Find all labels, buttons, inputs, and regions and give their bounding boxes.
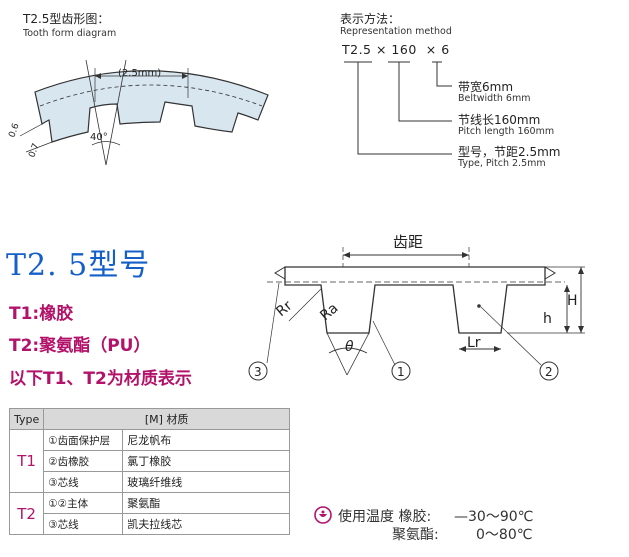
callout-1-circle bbox=[391, 361, 411, 381]
type-t1: T1 bbox=[8, 429, 45, 493]
dimension-0-7: 0.7 bbox=[27, 142, 41, 159]
callout-1: 1 bbox=[397, 365, 405, 379]
model-title: T2. 5型号 bbox=[6, 248, 151, 283]
root-length-label: Lr bbox=[467, 335, 481, 351]
table-row: T1 ①齿面保护层 尼龙帆布 bbox=[8, 429, 290, 493]
tooth-height-label: h bbox=[543, 311, 552, 327]
table-header-row: Type [M] 材质 bbox=[8, 408, 290, 430]
part-name: ③芯线 bbox=[43, 513, 124, 535]
representation-code: T2.5 × 160 × 6 bbox=[342, 42, 450, 57]
table-row: ③芯线 凯夫拉线芯 bbox=[10, 513, 290, 535]
belt-profile-diagram: 齿距 H h Lr Rr Ra θ 3 1 2 bbox=[248, 233, 585, 381]
representation-subtitle: Representation method bbox=[340, 26, 452, 37]
temp-rubber-label: 使用温度 橡胶: bbox=[338, 509, 432, 525]
table-row: T2 ①②主体 聚氨酯 bbox=[8, 492, 290, 535]
callout-2: 2 bbox=[545, 365, 553, 379]
material-t2: T2:聚氨酯（PU） bbox=[9, 336, 151, 356]
tooth-diagram-subtitle: Tooth form diagram bbox=[23, 28, 117, 39]
representation-leader-lines bbox=[344, 61, 452, 155]
dimension-0-6: 0.6 bbox=[7, 122, 21, 139]
material-name: 氯丁橡胶 bbox=[122, 450, 290, 472]
temp-pu-value: 0～80℃ bbox=[476, 527, 533, 543]
belt-width-en: Beltwidth 6mm bbox=[458, 93, 531, 104]
belt-arc-shape bbox=[34, 70, 269, 143]
material-name: 尼龙帆布 bbox=[122, 429, 290, 451]
header-material: [M] 材质 bbox=[43, 408, 290, 430]
type-t2: T2 bbox=[8, 492, 45, 535]
material-note: 以下T1、T2为材质表示 bbox=[9, 369, 192, 389]
height-H-label: H bbox=[567, 293, 578, 309]
type-pitch-en: Type, Pitch 2.5mm bbox=[458, 158, 546, 169]
type-pitch-cn: 型号，节距2.5mm bbox=[458, 145, 561, 159]
temp-pu-label: 聚氨酯: bbox=[392, 527, 439, 543]
pitch-length-en: Pitch length 160mm bbox=[458, 126, 555, 137]
tooth-form-diagram: (2.5mm) 40° 0.6 0.7 bbox=[7, 59, 269, 166]
table-row: ②齿橡胶 氯丁橡胶 bbox=[10, 450, 290, 472]
part-name: ①②主体 bbox=[43, 492, 124, 514]
tooth-diagram-title: T2.5型齿形图： bbox=[23, 12, 110, 26]
pitch-label: 齿距 bbox=[393, 233, 423, 251]
header-type: Type bbox=[8, 408, 45, 430]
belt-width-cn: 带宽6mm bbox=[458, 80, 514, 94]
material-table: Type [M] 材质 T1 ①齿面保护层 尼龙帆布 ②齿橡胶 氯丁橡胶 ③芯线… bbox=[8, 408, 290, 535]
part-name: ③芯线 bbox=[43, 471, 124, 493]
representation-title: 表示方法： bbox=[340, 12, 401, 26]
callout-2-circle bbox=[539, 361, 559, 381]
callout-3: 3 bbox=[254, 365, 262, 379]
pitch-length-cn: 节线长160mm bbox=[458, 113, 541, 127]
thermometer-icon bbox=[314, 506, 332, 524]
belt-profile-shape bbox=[284, 266, 546, 334]
material-t1: T1:橡胶 bbox=[9, 304, 74, 324]
table-row: ③芯线 玻璃纤维线 bbox=[10, 471, 290, 493]
part-name: ②齿橡胶 bbox=[43, 450, 124, 472]
part-name: ①齿面保护层 bbox=[43, 429, 124, 451]
pitch-dimension-label: (2.5mm) bbox=[118, 68, 161, 79]
material-name: 凯夫拉线芯 bbox=[122, 513, 290, 535]
material-name: 玻璃纤维线 bbox=[122, 471, 290, 493]
theta-label: θ bbox=[345, 339, 354, 355]
callout-3-circle bbox=[248, 361, 268, 381]
material-name: 聚氨酯 bbox=[122, 492, 290, 514]
temp-rubber-value: —30～90℃ bbox=[454, 509, 534, 525]
angle-label: 40° bbox=[90, 132, 108, 143]
